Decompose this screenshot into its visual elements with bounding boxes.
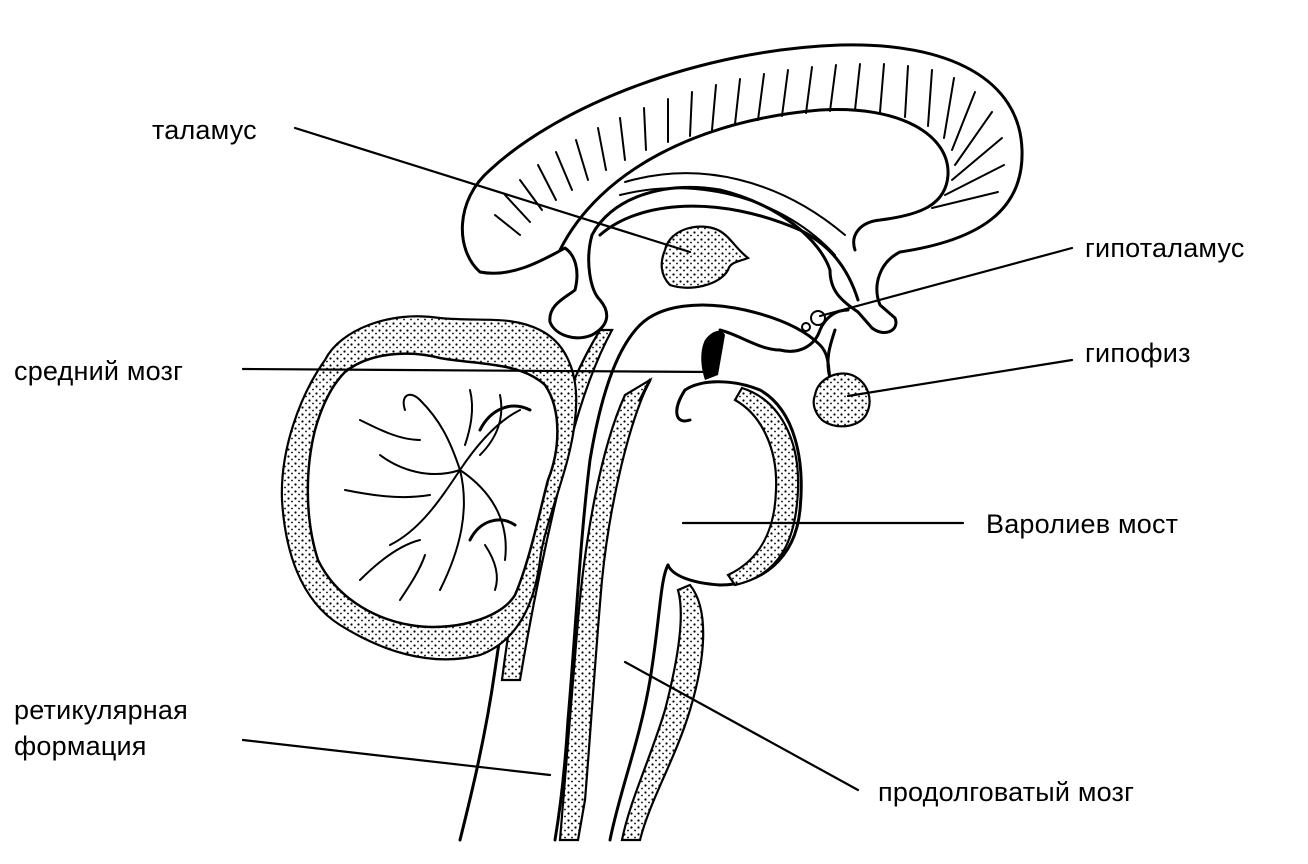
- label-midbrain: средний мозг: [14, 356, 184, 386]
- label-medulla: продолговатый мозг: [878, 777, 1135, 807]
- pons-structure: [666, 380, 803, 587]
- label-pituitary: гипофиз: [1085, 338, 1191, 368]
- leader-medulla: [623, 660, 860, 792]
- leader-thalamus: [293, 126, 692, 254]
- leader-midbrain: [241, 367, 715, 374]
- label-thalamus: таламус: [152, 115, 257, 145]
- medulla-structure: [608, 563, 705, 842]
- label-pons: Варолиев мост: [986, 509, 1179, 539]
- thalamus-structure: [660, 225, 751, 289]
- leader-lines: [241, 126, 1074, 792]
- leader-reticular: [241, 738, 552, 777]
- cerebellum: [280, 315, 578, 661]
- label-reticular-line2: формация: [14, 731, 147, 761]
- label-reticular-line1: ретикулярная: [14, 695, 188, 725]
- leader-hypothalamus: [818, 246, 1074, 318]
- label-hypothalamus: гипоталамус: [1085, 233, 1245, 263]
- leader-pituitary: [846, 358, 1074, 398]
- corpus-callosum: [460, 43, 1024, 340]
